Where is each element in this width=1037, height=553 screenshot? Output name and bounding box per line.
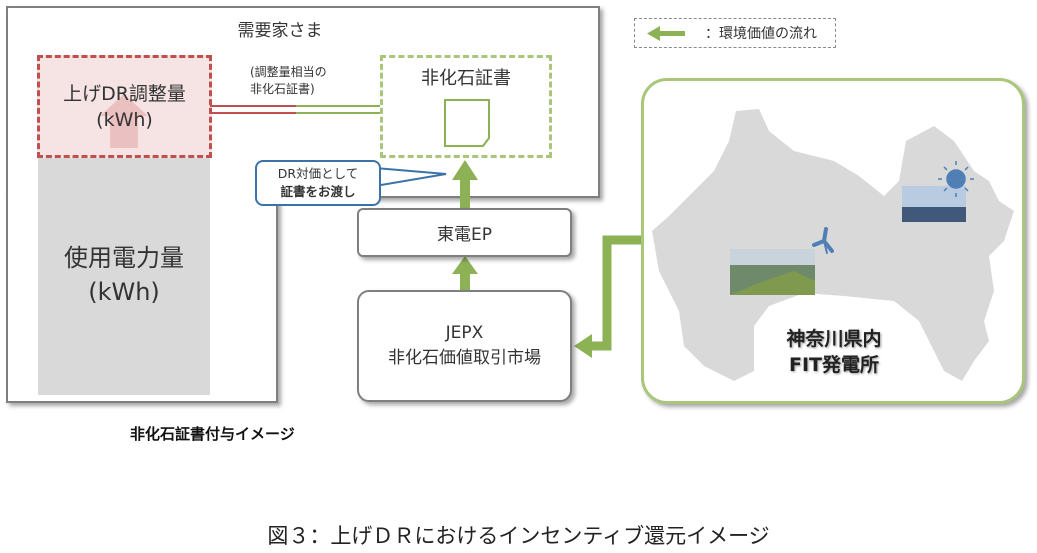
figure-caption: 図３：上げＤＲにおけるインセンティブ還元イメージ bbox=[267, 524, 770, 548]
usage-bar: 使用電力量 (kWh) bbox=[38, 155, 210, 395]
jepx-name: JEPX bbox=[445, 323, 484, 343]
map-label-line1: 神奈川県内 bbox=[786, 328, 882, 350]
document-icon bbox=[444, 99, 490, 147]
kanagawa-map bbox=[652, 109, 1014, 381]
legend: ：環境価値の流れ bbox=[634, 18, 836, 48]
legend-label: ：環境価値の流れ bbox=[705, 26, 817, 42]
link-note-line2: 非化石証書) bbox=[250, 82, 315, 96]
callout: DR対価として 証書をお渡し bbox=[255, 160, 381, 206]
customer-title: 需要家さま bbox=[237, 21, 323, 41]
dr-adjustment-box: 上げDR調整量 (kWh) bbox=[37, 55, 212, 158]
tepco-ep-label: 東電EP bbox=[437, 225, 492, 245]
windfarm-photo bbox=[730, 249, 815, 295]
up-arrow-icon bbox=[100, 94, 148, 148]
solar-photo bbox=[902, 186, 966, 222]
legend-arrow-icon bbox=[647, 26, 685, 41]
link-note-line1: (調整量相当の bbox=[250, 65, 327, 79]
map-panel: 神奈川県内 FIT発電所 bbox=[641, 78, 1025, 404]
callout-line1: DR対価として bbox=[277, 166, 359, 181]
usage-label: 使用電力量 bbox=[64, 244, 184, 272]
tepco-ep-box: 東電EP bbox=[357, 208, 572, 257]
certificate-box: 非化石証書 bbox=[380, 55, 552, 158]
link-note: (調整量相当の 非化石証書) bbox=[250, 64, 327, 98]
jepx-market: 非化石価値取引市場 bbox=[388, 348, 541, 368]
jepx-box: JEPX 非化石価値取引市場 bbox=[357, 290, 572, 402]
certificate-title: 非化石証書 bbox=[421, 68, 511, 89]
usage-unit: (kWh) bbox=[88, 278, 160, 306]
sub-caption: 非化石証書付与イメージ bbox=[130, 425, 295, 443]
callout-line2: 証書をお渡し bbox=[280, 184, 356, 199]
map-label-line2: FIT発電所 bbox=[788, 354, 879, 376]
arrow-jepx-to-tepco bbox=[452, 256, 478, 292]
sun-icon bbox=[938, 161, 974, 197]
arrow-map-to-jepx bbox=[590, 235, 642, 351]
arrow-tepco-to-certificate bbox=[452, 160, 478, 210]
wind-turbine-icon bbox=[812, 227, 834, 254]
dr-unit: (kWh) bbox=[96, 108, 153, 131]
map-label: 神奈川県内 FIT発電所 bbox=[734, 326, 934, 378]
dr-label: 上げDR調整量 bbox=[63, 82, 186, 105]
